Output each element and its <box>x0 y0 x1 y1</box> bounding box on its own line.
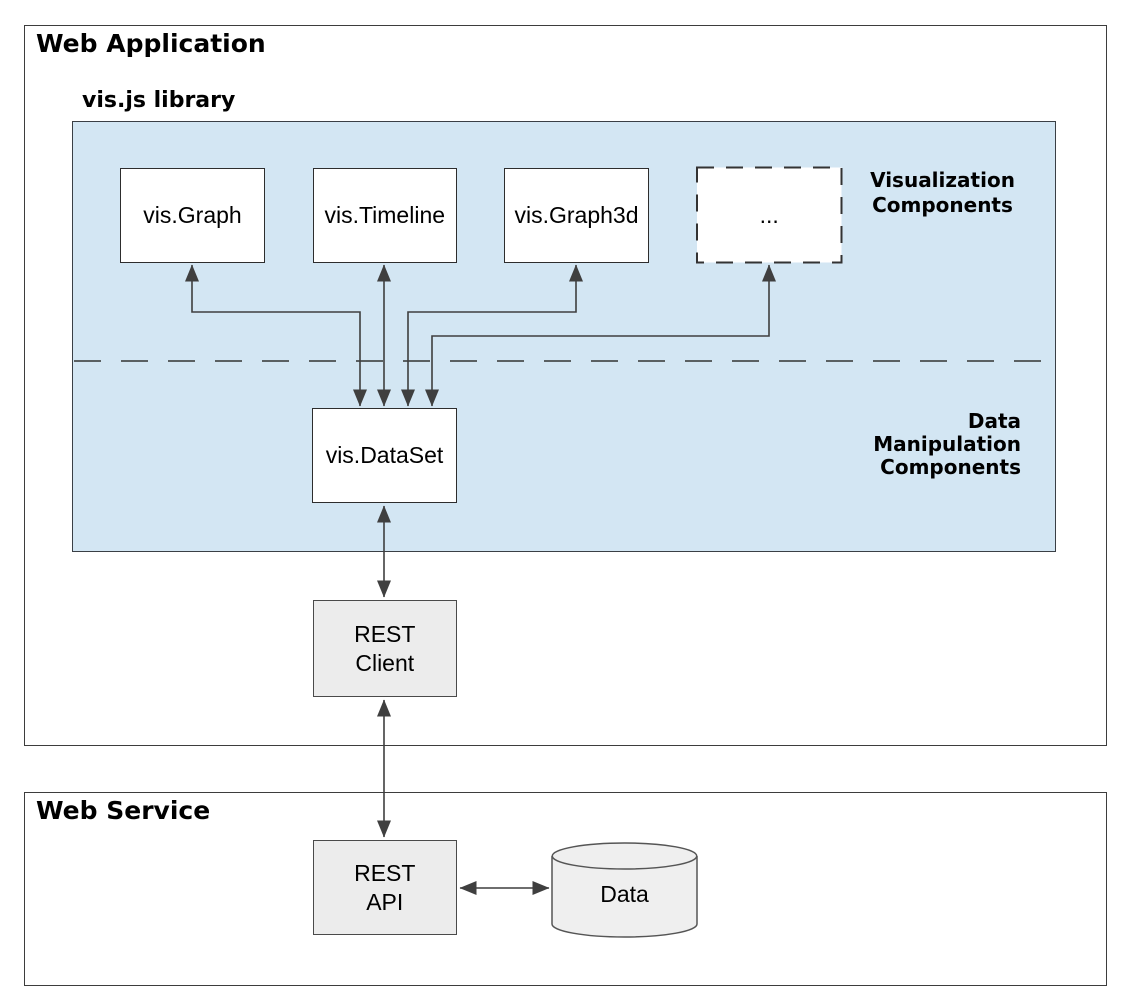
web-service-container <box>24 792 1107 986</box>
data-manipulation-components-label: Data Manipulation Components <box>873 409 1021 479</box>
web-application-container <box>24 25 1107 746</box>
rest-client-box: REST Client <box>312 600 457 697</box>
visualization-components-label: Visualization Components <box>870 168 1015 217</box>
arrow-graph-dataset <box>185 264 367 407</box>
component-box-vis-graph3d: vis.Graph3d <box>504 167 649 263</box>
rest-api-box: REST API <box>312 840 457 935</box>
visjs-library-title: vis.js library <box>82 88 236 113</box>
arrow-placeholder-dataset <box>425 264 776 407</box>
component-box-vis-graph: vis.Graph <box>120 167 265 263</box>
component-box-placeholder-ellipsis: ... <box>759 201 779 228</box>
web-service-title: Web Service <box>36 796 211 825</box>
data-store-label: Data <box>600 880 649 907</box>
web-application-title: Web Application <box>36 29 266 58</box>
component-box-vis-dataset: vis.DataSet <box>312 408 457 503</box>
component-box-vis-timeline: vis.Timeline <box>312 167 457 263</box>
placeholder-component-dashed-box <box>696 166 843 264</box>
data-store-cylinder-top <box>551 842 698 870</box>
data-store-cylinder-body <box>551 856 698 938</box>
